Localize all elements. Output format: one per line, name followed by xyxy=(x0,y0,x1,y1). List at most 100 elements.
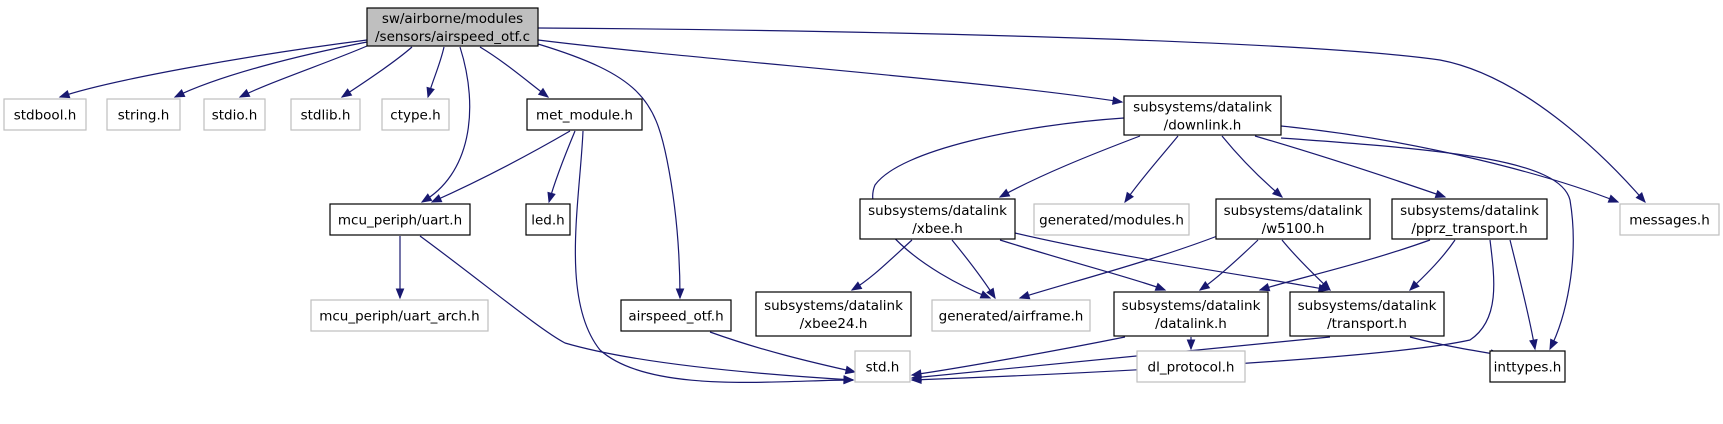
node-downlink[interactable]: subsystems/datalink/downlink.h xyxy=(1123,95,1282,136)
node-box xyxy=(1033,203,1190,236)
arrow-head-icon xyxy=(340,88,353,98)
node-inttypes[interactable]: inttypes.h xyxy=(1489,350,1566,383)
edge-line xyxy=(911,336,1331,379)
node-box xyxy=(203,98,266,131)
edge-line xyxy=(911,336,1126,376)
edge-datalink-to-dl_protocol xyxy=(1186,337,1196,351)
node-label: subsystems/datalink xyxy=(1133,100,1272,116)
node-stdio: stdio.h xyxy=(203,98,266,131)
node-gen-airframe: generated/airframe.h xyxy=(931,299,1091,332)
arrow-head-icon xyxy=(843,375,855,384)
node-messages: messages.h xyxy=(1619,203,1720,236)
edge-datalink-to-std xyxy=(910,336,1126,378)
edge-line xyxy=(574,130,854,383)
edge-line xyxy=(341,46,413,98)
edge-root-to-stdio xyxy=(238,45,368,98)
node-box xyxy=(854,350,911,383)
edge-line xyxy=(239,45,368,98)
arrow-head-icon xyxy=(1124,191,1134,204)
edge-line xyxy=(999,135,1141,198)
node-box xyxy=(329,203,471,236)
edge-downlink-to-gen_airframe xyxy=(872,117,1125,299)
node-uart[interactable]: mcu_periph/uart.h xyxy=(329,203,471,236)
node-label: /w5100.h xyxy=(1262,221,1325,237)
arrow-head-icon xyxy=(1271,187,1284,198)
node-dl-protocol: dl_protocol.h xyxy=(1136,350,1246,383)
node-label: /datalink.h xyxy=(1155,316,1227,332)
edge-line xyxy=(537,43,681,299)
nodes-layer: sw/airborne/modules/sensors/airspeed_otf… xyxy=(3,7,1720,383)
node-box xyxy=(1123,95,1282,136)
arrow-head-icon xyxy=(1607,194,1620,203)
edge-line xyxy=(709,331,856,373)
node-box xyxy=(366,7,539,47)
edge-airspeed_otf_h-to-std xyxy=(709,331,857,375)
node-ctype: ctype.h xyxy=(381,98,450,131)
node-label: /sensors/airspeed_otf.c xyxy=(375,29,530,45)
edge-pprz_transport-to-transport xyxy=(1409,239,1456,291)
arrow-head-icon xyxy=(1018,290,1031,300)
node-box xyxy=(381,98,450,131)
node-met-module[interactable]: met_module.h xyxy=(526,98,643,131)
edge-downlink-to-inttypes xyxy=(1280,137,1574,351)
node-box xyxy=(931,299,1091,332)
node-box xyxy=(1289,291,1445,337)
edge-line xyxy=(1124,135,1179,203)
arrow-head-icon xyxy=(986,287,996,300)
arrow-head-icon xyxy=(910,372,922,382)
arrow-head-icon xyxy=(1258,282,1271,292)
node-label: /transport.h xyxy=(1327,316,1407,332)
arrow-head-icon xyxy=(1198,281,1211,291)
node-stdlib: stdlib.h xyxy=(290,98,361,131)
node-box xyxy=(1619,203,1720,236)
node-datalink[interactable]: subsystems/datalink/datalink.h xyxy=(1113,291,1269,337)
edge-line xyxy=(479,46,549,98)
arrow-head-icon xyxy=(675,288,685,300)
arrow-head-icon xyxy=(173,89,186,98)
node-transport[interactable]: subsystems/datalink/transport.h xyxy=(1289,291,1445,337)
edge-line xyxy=(1409,239,1456,291)
arrow-head-icon xyxy=(238,88,251,98)
edge-root-to-messages xyxy=(537,27,1646,204)
arrow-head-icon xyxy=(1434,189,1447,199)
edge-line xyxy=(851,239,913,291)
arrow-head-icon xyxy=(850,281,863,291)
node-xbee[interactable]: subsystems/datalink/xbee.h xyxy=(859,198,1016,240)
node-label: /xbee24.h xyxy=(800,316,868,332)
arrow-head-icon xyxy=(1320,280,1331,291)
edge-xbee-to-transport xyxy=(1014,232,1330,293)
node-label: string.h xyxy=(118,108,170,124)
node-xbee24[interactable]: subsystems/datalink/xbee24.h xyxy=(755,291,912,337)
node-airspeed-otf-h[interactable]: airspeed_otf.h xyxy=(620,299,732,332)
node-label: mcu_periph/uart.h xyxy=(338,213,462,229)
edge-xbee-to-xbee24 xyxy=(850,239,913,291)
edge-line xyxy=(1254,135,1446,198)
edge-line xyxy=(1221,135,1283,198)
edge-line xyxy=(1014,232,1329,291)
edge-uart-to-std xyxy=(419,235,855,384)
edge-root-to-uart xyxy=(420,46,471,203)
node-pprz-transport[interactable]: subsystems/datalink/pprz_transport.h xyxy=(1391,198,1548,240)
edges-layer xyxy=(58,27,1646,385)
edge-line xyxy=(911,239,1495,381)
node-box xyxy=(1113,291,1269,337)
node-label: subsystems/datalink xyxy=(1400,203,1539,219)
edge-root-to-ctype xyxy=(426,46,445,99)
node-led[interactable]: led.h xyxy=(525,203,571,236)
node-label: generated/modules.h xyxy=(1039,213,1184,229)
arrow-head-icon xyxy=(420,193,433,203)
edge-root-to-stdlib xyxy=(340,46,413,98)
edge-line xyxy=(419,235,854,381)
edge-root-to-downlink xyxy=(537,39,1124,105)
node-label: /xbee.h xyxy=(912,221,963,237)
node-box xyxy=(620,299,732,332)
edge-line xyxy=(59,39,368,98)
edge-line xyxy=(1409,336,1501,356)
edge-met_module-to-uart xyxy=(430,130,571,203)
edge-uart-to-uart_arch xyxy=(395,236,405,300)
node-root[interactable]: sw/airborne/modules/sensors/airspeed_otf… xyxy=(366,7,539,47)
node-label: messages.h xyxy=(1629,213,1710,229)
node-w5100[interactable]: subsystems/datalink/w5100.h xyxy=(1215,198,1371,240)
arrow-head-icon xyxy=(979,290,992,299)
